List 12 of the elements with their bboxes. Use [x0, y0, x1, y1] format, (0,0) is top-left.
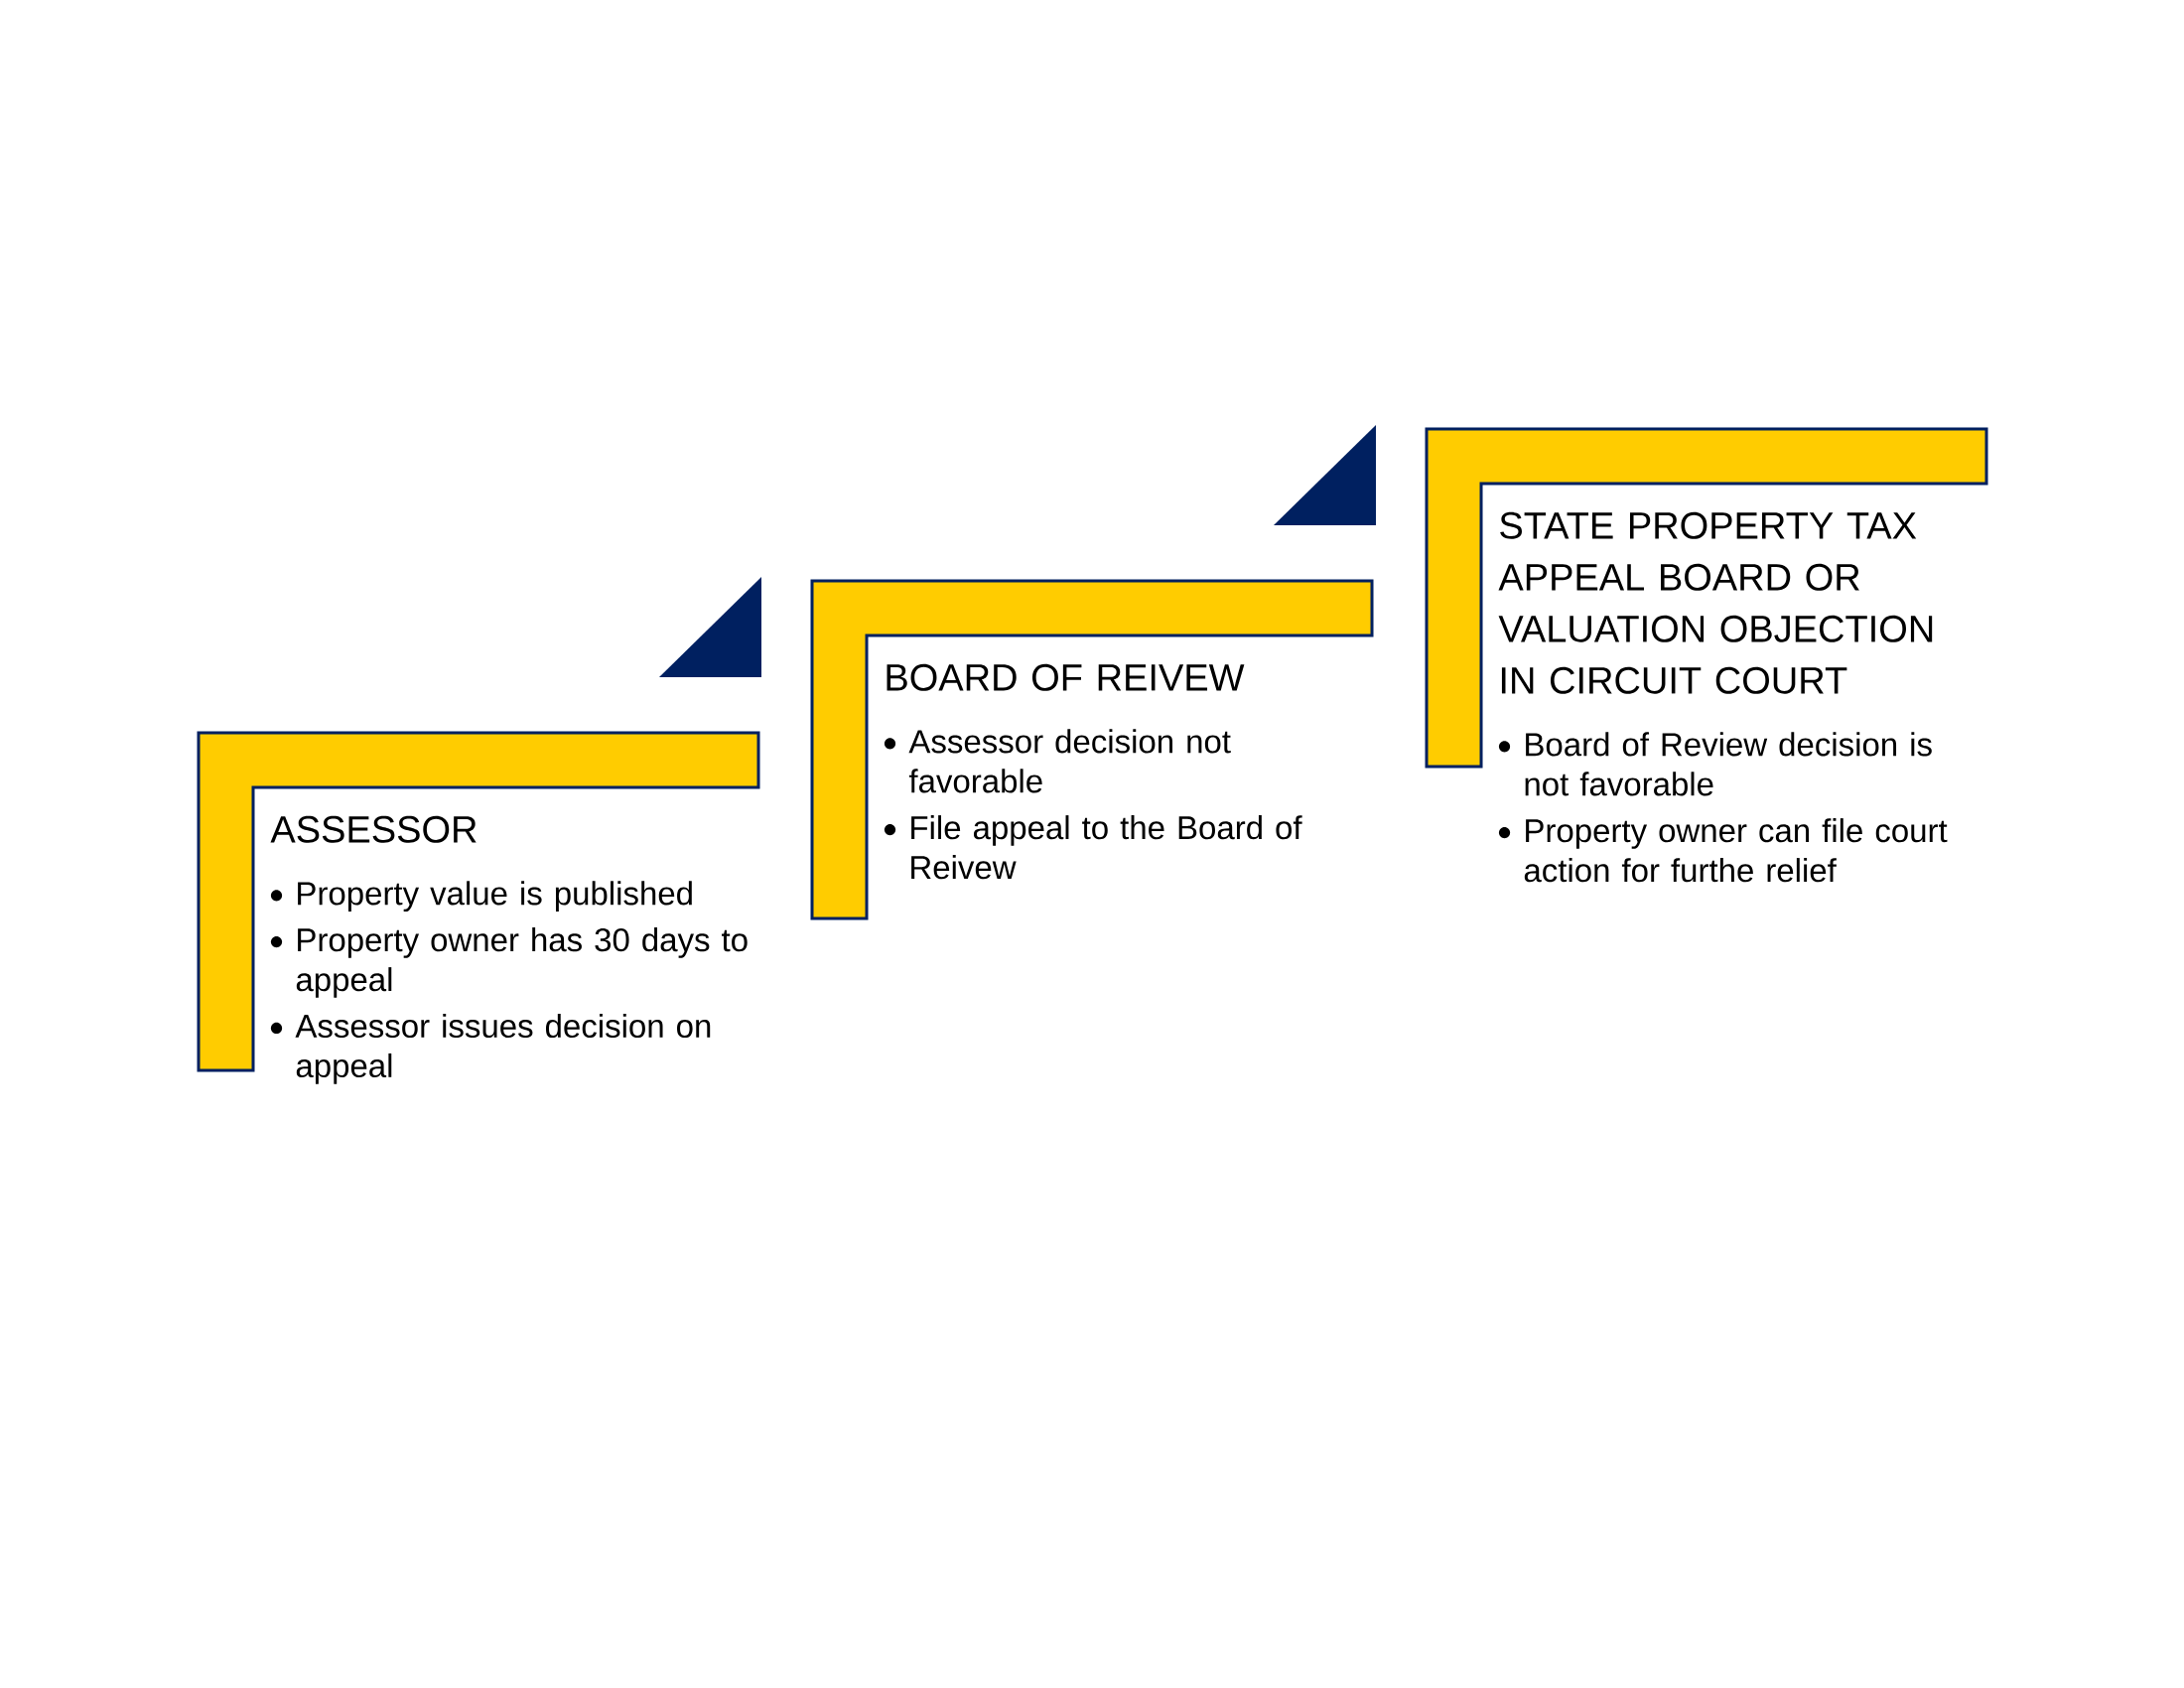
bullet-text: File appeal to the Board of Reivew [911, 815, 1302, 880]
step-triangle [1274, 425, 1376, 525]
bullet-text: Board of Review decision is not favorable [1525, 732, 1932, 796]
step-triangle [659, 577, 761, 677]
step-heading: BOARD OF REIVEW [887, 663, 1245, 691]
bullet-text: Property owner can file court action for furthe relief [1524, 818, 1948, 883]
bullet-text: Property owner has 30 days to appeal [296, 927, 748, 998]
bullet-text: Assessor issues decision on appeal [295, 1013, 711, 1084]
step-heading: STATE PROPERTY TAX APPEAL BOARD OR VALUATION OBJECTION IN CIRCUIT COURT [1498, 511, 1933, 694]
step-heading: ASSESSOR [270, 815, 477, 843]
bullet-text: Assessor decision not favorable [908, 729, 1231, 793]
bullet-text: Property value is published [298, 881, 692, 913]
